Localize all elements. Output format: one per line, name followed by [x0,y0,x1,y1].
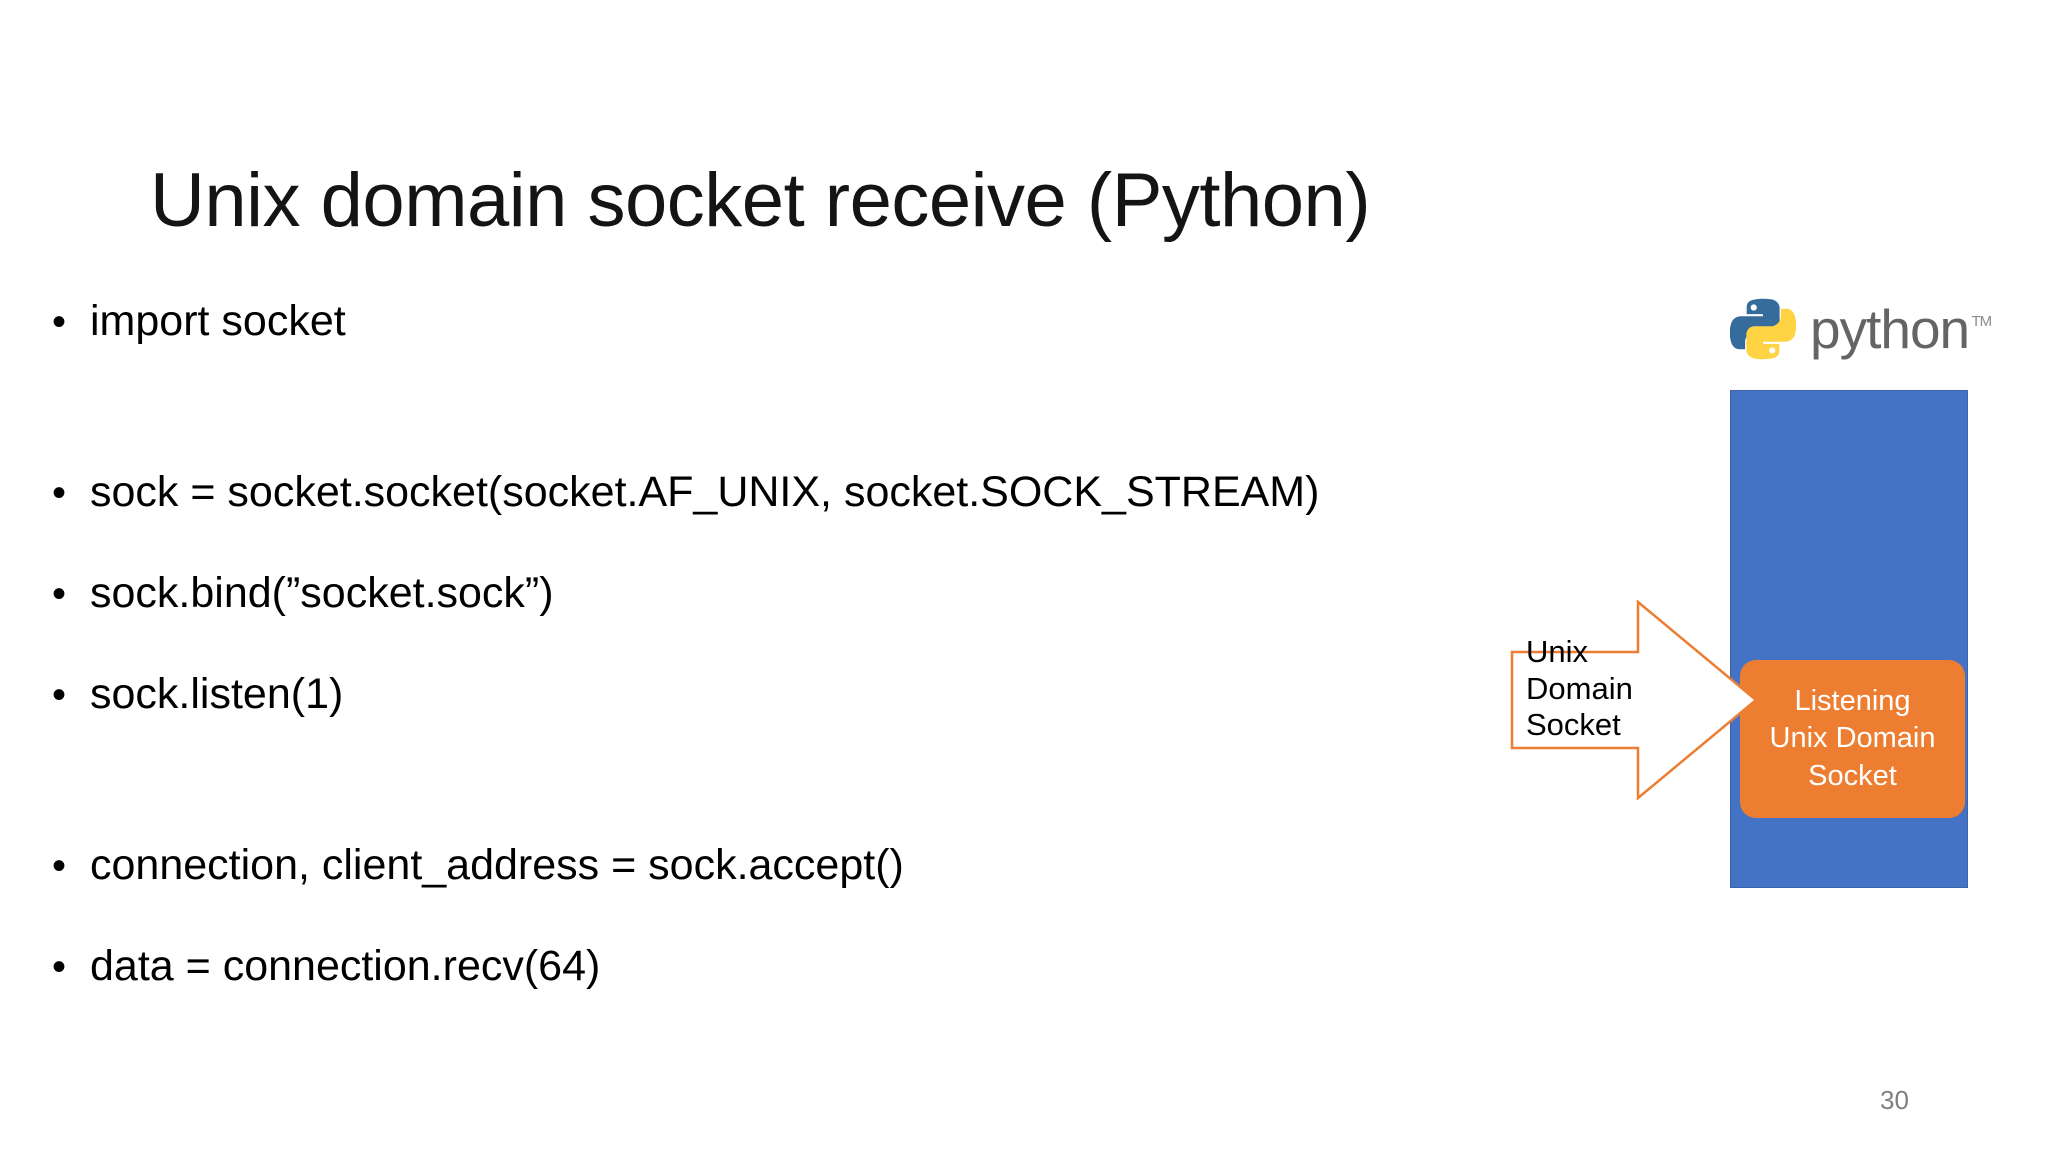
block-arrow-icon [1510,600,1760,800]
page-number: 30 [1880,1085,1909,1115]
socket-diagram: python TM Listening Unix Domain Socket U… [1490,280,1992,920]
bullet-dot-icon: • [52,844,67,888]
list-item-label: import socket [90,297,346,345]
listening-socket-line-2: Unix Domain [1769,722,1936,755]
arrow-label-line-3: Socket [1526,707,1621,743]
page-title: Unix domain socket receive (Python) [150,157,1371,243]
python-wordmark: python TM [1810,301,1992,357]
trademark-icon: TM [1971,312,1992,330]
list-item: • data = connection.recv(64) [52,945,1492,988]
list-gap [52,615,1492,673]
bullet-dot-icon: • [52,572,67,616]
list-item: • connection, client_address = sock.acce… [52,844,1492,887]
list-item-label: sock.listen(1) [90,670,344,718]
arrow-label-line-2: Domain [1526,670,1633,706]
python-snake-icon [1730,298,1796,360]
list-gap [52,786,1492,844]
listening-socket-box: Listening Unix Domain Socket [1740,660,1965,818]
bullet-list: • import socket • sock = socket.socket(s… [52,300,1492,988]
list-gap [52,343,1492,413]
list-item-label: sock = socket.socket(socket.AF_UNIX, soc… [90,468,1320,516]
bullet-dot-icon: • [52,471,67,515]
list-item: • sock = socket.socket(socket.AF_UNIX, s… [52,471,1492,514]
list-gap [52,413,1492,471]
list-gap [52,716,1492,786]
python-logo: python TM [1730,292,2020,366]
bullet-dot-icon: • [52,673,67,717]
list-gap [52,514,1492,572]
unix-domain-socket-arrow: Unix Domain Socket [1510,600,1760,800]
list-item-label: sock.bind(”socket.sock”) [90,569,554,617]
list-item-label: data = connection.recv(64) [90,942,601,990]
listening-socket-line-3: Socket [1808,759,1897,792]
listening-socket-line-1: Listening [1794,685,1911,718]
list-gap [52,887,1492,945]
list-item-label: connection, client_address = sock.accept… [90,841,904,889]
arrow-label-line-1: Unix [1526,634,1589,669]
bullet-dot-icon: • [52,945,67,989]
list-item: • sock.listen(1) [52,673,1492,716]
list-item: • sock.bind(”socket.sock”) [52,572,1492,615]
arrow-label: Unix Domain Socket [1526,634,1666,744]
bullet-dot-icon: • [52,300,67,344]
python-wordmark-text: python [1810,297,1970,360]
list-item: • import socket [52,300,1492,343]
